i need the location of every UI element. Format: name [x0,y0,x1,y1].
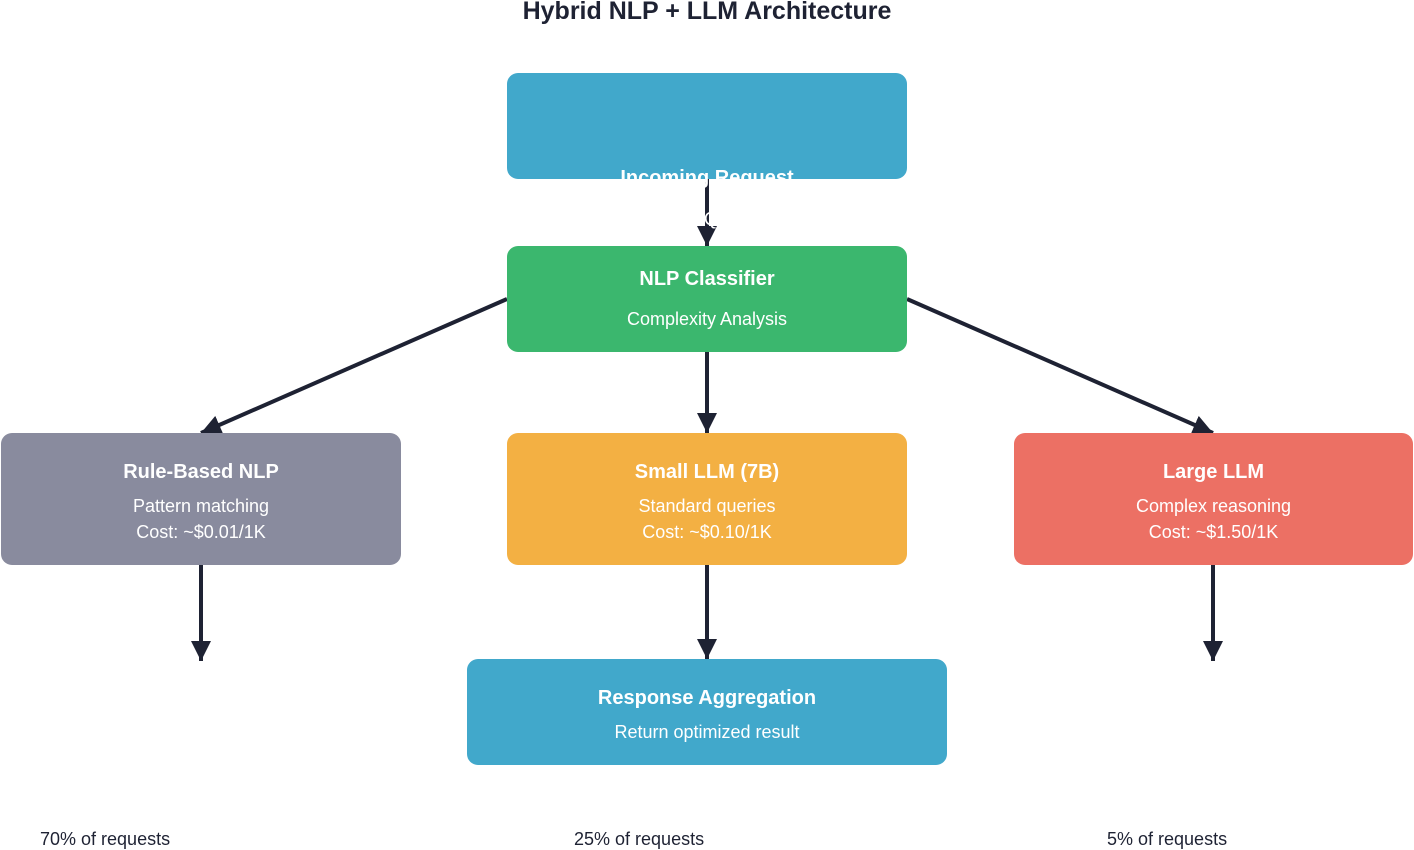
node-title: Small LLM (7B) [634,461,780,483]
nlp-classifier-node: NLP Classifier Complexity Analysis [507,246,907,352]
diagram-title: Hybrid NLP + LLM Architecture [522,0,892,25]
incoming-request-node: Incoming Request User Query [507,73,907,229]
small-request-share: 25% of requests [574,829,705,849]
node-cost: Cost: ~$0.01/1K [136,522,266,542]
node-subtitle: Complex reasoning [1135,496,1292,516]
node-subtitle: Complexity Analysis [626,309,788,329]
node-cost: Cost: ~$0.10/1K [642,522,772,542]
node-title: Rule-Based NLP [123,461,279,483]
arrow-classifier-to-rule [200,297,508,435]
node-title: Incoming Request [620,167,794,189]
node-subtitle: Return optimized result [614,722,800,742]
large-llm-node: Large LLM Complex reasoning Cost: ~$1.50… [1014,433,1413,565]
node-title: Response Aggregation [597,687,817,709]
response-aggregation-node: Response Aggregation Return optimized re… [467,659,947,765]
large-request-share: 5% of requests [1107,829,1228,849]
node-title: NLP Classifier [639,268,775,290]
node-subtitle: User Query [660,209,754,229]
node-subtitle: Pattern matching [132,496,270,516]
node-cost: Cost: ~$1.50/1K [1148,522,1279,542]
small-llm-node: Small LLM (7B) Standard queries Cost: ~$… [507,433,907,565]
node-title: Large LLM [1162,461,1265,483]
rule-request-share: 70% of requests [40,829,171,849]
node-subtitle: Standard queries [638,496,776,516]
arrow-classifier-to-large [906,297,1214,435]
rule-based-nlp-node: Rule-Based NLP Pattern matching Cost: ~$… [1,433,401,565]
